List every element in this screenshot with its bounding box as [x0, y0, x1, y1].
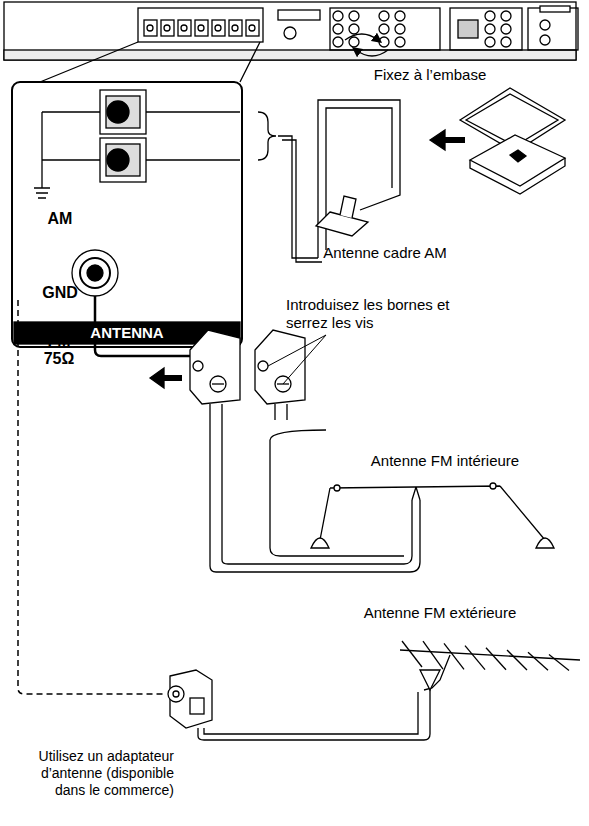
drawing-stroke: [379, 37, 389, 47]
drawing-stroke: [485, 11, 495, 21]
drawing-stroke: [212, 383, 224, 384]
caption-label: Antenne FM intérieure: [340, 452, 550, 470]
terminal-label: ANTENNA: [14, 324, 240, 342]
drawing-stroke: [268, 335, 326, 384]
drawing-stroke: [195, 20, 208, 36]
drawing-stroke: [540, 20, 550, 30]
drawing-stroke: [540, 35, 550, 45]
drawing-stroke: [232, 25, 238, 31]
drawing-stroke: [501, 11, 511, 21]
drawing-stroke: [349, 37, 359, 47]
drawing-stroke: [212, 20, 225, 36]
drawing-stroke: [485, 37, 495, 47]
drawing-stroke: [161, 20, 174, 36]
drawing-stroke: [379, 24, 389, 34]
drawing-stroke: [210, 404, 222, 420]
drawing-stroke: [501, 37, 511, 47]
drawing-stroke: [549, 654, 569, 670]
drawing-stroke: [210, 376, 226, 392]
drawing-stroke: [215, 25, 221, 31]
drawing-stroke: [275, 404, 287, 420]
drawing-stroke: [229, 20, 242, 36]
drawing-stroke: [258, 361, 268, 371]
drawing-stroke: [423, 641, 443, 669]
drawing-stroke: [190, 330, 240, 404]
drawing-stroke: [507, 650, 527, 670]
antenna-terminal-panel: AMGNDFM 75ΩANTENNA: [12, 82, 242, 347]
drawing-stroke: [198, 25, 204, 31]
drawing-stroke: [144, 20, 157, 36]
drawing-stroke: [178, 20, 191, 36]
drawing-stroke: [395, 11, 405, 21]
drawing-stroke: [486, 648, 506, 670]
drawing-stroke: [349, 11, 359, 21]
drawing-stroke: [402, 641, 422, 667]
drawing-stroke: [333, 24, 343, 34]
drawing-stroke: [333, 11, 343, 21]
terminal-label: AM: [30, 210, 90, 228]
drawing-stroke: [283, 335, 326, 384]
drawing-stroke: [395, 24, 405, 34]
drawing-stroke: [501, 24, 511, 34]
drawing-stroke: [395, 37, 405, 47]
drawing-stroke: [193, 361, 203, 371]
drawing-stroke: [444, 643, 464, 669]
caption-label: Antenne FM extérieure: [330, 604, 550, 622]
drawing-stroke: [528, 652, 548, 670]
caption-label: Utilisez un adaptateur d’antenne (dispon…: [22, 748, 174, 799]
drawing-stroke: [485, 24, 495, 34]
caption-label: Fixez à l’embase: [330, 66, 530, 84]
drawing-stroke: [147, 25, 153, 31]
caption-label: Antenne cadre AM: [300, 244, 470, 262]
drawing-stroke: [465, 646, 485, 670]
drawing-stroke: [246, 20, 259, 36]
drawing-stroke: [349, 24, 359, 34]
drawing-stroke: [181, 25, 187, 31]
drawing-stroke: [333, 37, 343, 47]
drawing-stroke: [249, 25, 255, 31]
terminal-label: FM 75Ω: [30, 332, 88, 368]
drawing-stroke: [379, 11, 389, 21]
drawing-stroke: [268, 335, 326, 366]
caption-label: Introduisez les bornes et serrez les vis: [286, 296, 456, 332]
terminal-label: GND: [30, 284, 90, 302]
drawing-stroke: [164, 25, 170, 31]
